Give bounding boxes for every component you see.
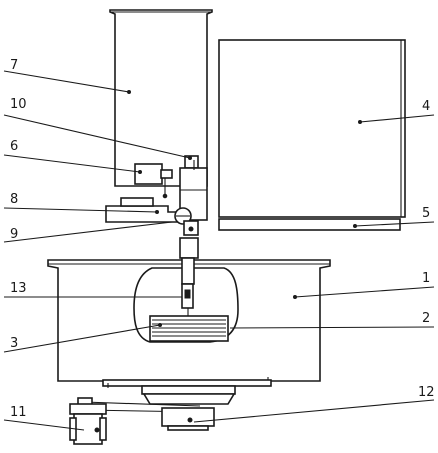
plate-stack (149, 315, 229, 342)
label-5: 5 (422, 206, 430, 221)
leader-lines (3, 70, 435, 431)
label-7: 7 (10, 58, 18, 73)
valve-body (174, 155, 208, 236)
label-9: 9 (10, 227, 18, 242)
label-3: 3 (10, 336, 18, 351)
label-11: 11 (10, 405, 27, 420)
panel-base-bar (218, 218, 401, 231)
side-panel (218, 39, 406, 218)
label-8: 8 (10, 192, 18, 207)
motor (134, 163, 173, 199)
label-2: 2 (422, 311, 430, 326)
shaft (179, 237, 199, 318)
label-12: 12 (418, 385, 435, 400)
gear-motor (161, 407, 215, 431)
base-turntable (102, 379, 272, 405)
label-4: 4 (422, 99, 430, 114)
part-labels: 7 10 6 8 9 13 3 11 4 5 1 2 12 (10, 58, 435, 420)
label-13: 13 (10, 281, 27, 296)
label-1: 1 (422, 271, 430, 286)
label-6: 6 (10, 139, 18, 154)
label-10: 10 (10, 97, 27, 112)
small-motor (69, 403, 107, 445)
